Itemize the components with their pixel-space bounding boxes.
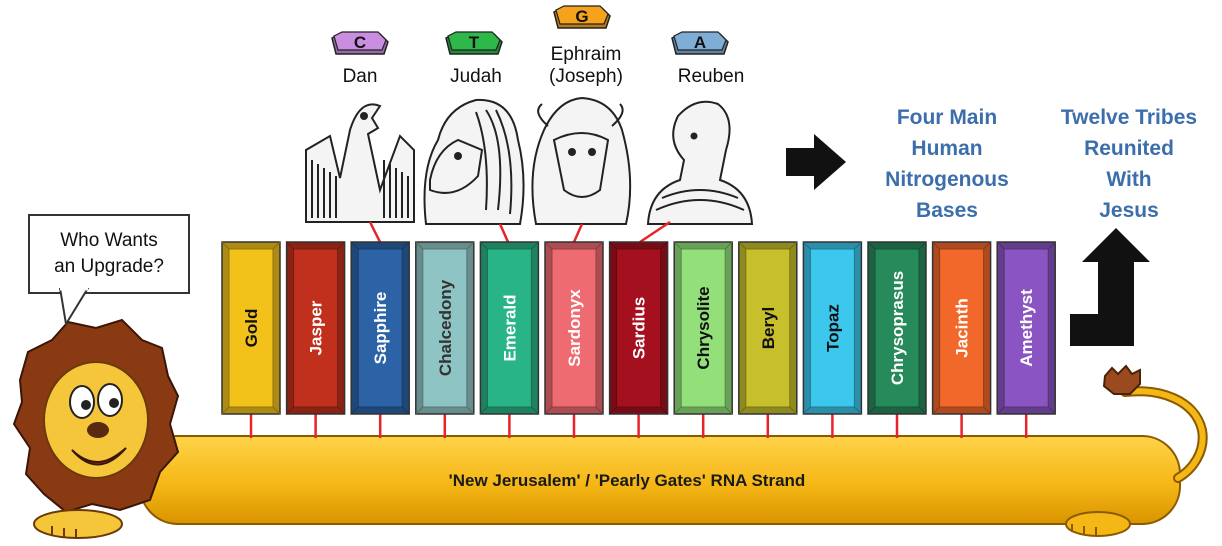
stone-sapphire: Sapphire <box>350 241 410 415</box>
base-badge-a: A <box>671 31 729 55</box>
figure-stone-connector <box>498 223 510 243</box>
stone-label: Amethyst <box>1017 289 1036 367</box>
stone-amethyst: Amethyst <box>996 241 1056 415</box>
stone-chrysoprasus: Chrysoprasus <box>867 241 927 415</box>
stone-label: Beryl <box>759 307 778 350</box>
stone-label: Emerald <box>500 294 519 361</box>
stone-label: Sardonyx <box>565 289 584 367</box>
four-bases-line: Nitrogenous <box>885 168 1009 191</box>
stone-label: Chalcedony <box>436 279 455 376</box>
lion-tail <box>1102 364 1208 483</box>
figure-stone-connector <box>572 223 584 243</box>
speech-bubble-tail <box>58 288 90 327</box>
figure-stone-connector <box>368 221 382 243</box>
man-figure-icon <box>646 100 754 225</box>
lion-back-paws <box>1065 511 1131 537</box>
speech-bubble: Who Wants an Upgrade? <box>28 214 190 294</box>
tribe-name: Ephraim <box>550 44 622 65</box>
stone-sardius: Sardius <box>608 241 669 415</box>
tribe-label-judah: Judah <box>416 66 536 88</box>
stone-sardonyx: Sardonyx <box>544 241 604 415</box>
stone-label: Sapphire <box>371 292 390 365</box>
strand-label: 'New Jerusalem' / 'Pearly Gates' RNA Str… <box>449 471 806 490</box>
tribe-label-dan: Dan <box>300 66 420 88</box>
base-badge-g: G <box>553 5 611 29</box>
tribe-name: Dan <box>342 66 378 87</box>
rna-strand: 'New Jerusalem' / 'Pearly Gates' RNA Str… <box>139 435 1181 525</box>
tribe-subname: (Joseph) <box>549 66 623 87</box>
figure-stone-connector <box>639 220 671 244</box>
up-arrow-icon <box>1070 228 1150 346</box>
tribe-label-reuben: Reuben <box>651 66 771 88</box>
twelve-tribes-text: Twelve Tribes Reunited With Jesus <box>1036 102 1222 226</box>
stone-label: Chrysolite <box>694 286 713 369</box>
tribe-name: Reuben <box>677 66 745 87</box>
eagle-figure-icon <box>305 103 415 223</box>
ox-figure-icon <box>531 96 632 225</box>
tribe-label-ephraim: Ephraim (Joseph) <box>526 44 646 88</box>
stone-label: Jacinth <box>953 298 972 358</box>
base-letter: T <box>469 33 480 52</box>
lion-figure-icon <box>423 98 525 225</box>
stone-label: Chrysoprasus <box>888 271 907 385</box>
stone-jacinth: Jacinth <box>931 241 992 415</box>
stone-emerald: Emerald <box>479 241 540 415</box>
base-letter: G <box>575 7 588 26</box>
twelve-tribes-line: Reunited <box>1084 137 1174 160</box>
stone-chalcedony: Chalcedony <box>415 241 475 415</box>
twelve-tribes-line: Twelve Tribes <box>1060 106 1198 129</box>
base-letter: C <box>354 33 366 52</box>
stone-jasper: Jasper <box>285 241 346 415</box>
stone-gold: Gold <box>221 241 281 415</box>
speech-line-2: an Upgrade? <box>54 256 164 277</box>
four-bases-line: Four Main <box>896 106 998 129</box>
stone-topaz: Topaz <box>802 241 863 415</box>
four-bases-text: Four Main Human Nitrogenous Bases <box>862 102 1032 226</box>
four-bases-line: Bases <box>916 199 978 222</box>
lion-mascot <box>12 318 180 539</box>
right-arrow-icon <box>786 134 846 190</box>
twelve-tribes-line: With <box>1106 168 1152 191</box>
four-bases-line: Human <box>911 137 983 160</box>
tribe-name: Judah <box>450 66 502 87</box>
base-letter: A <box>694 33 706 52</box>
stone-label: Topaz <box>823 304 842 352</box>
stone-label: Jasper <box>307 300 326 355</box>
twelve-tribes-line: Jesus <box>1099 199 1159 222</box>
speech-line-1: Who Wants <box>60 230 158 251</box>
stone-chrysolite: Chrysolite <box>673 241 733 415</box>
base-badge-c: C <box>331 31 389 55</box>
stone-label: Sardius <box>630 297 649 359</box>
stone-beryl: Beryl <box>738 241 798 415</box>
stone-label: Gold <box>242 309 261 348</box>
base-badge-t: T <box>445 31 503 55</box>
